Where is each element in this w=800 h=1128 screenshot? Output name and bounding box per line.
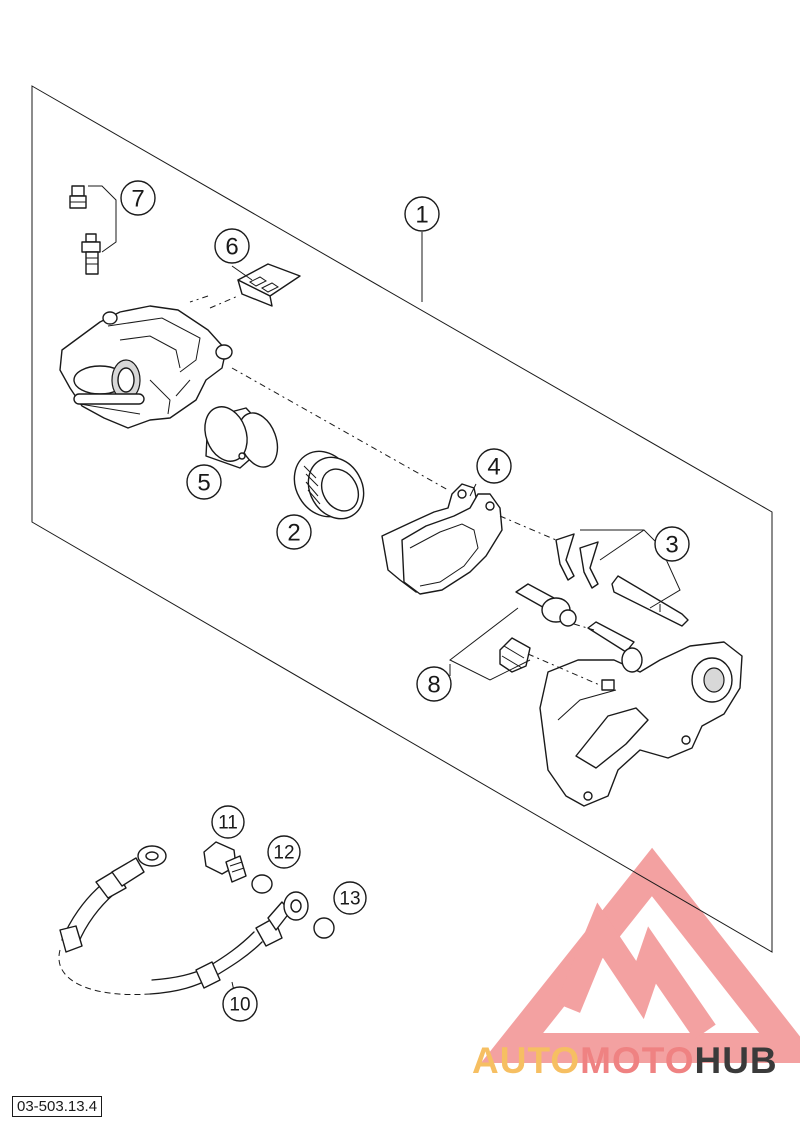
assembly-frame — [31, 85, 773, 953]
caliper-body — [59, 305, 233, 429]
assembly-line — [189, 295, 209, 303]
part-11-banjo-bolt — [203, 841, 247, 883]
svg-text:1: 1 — [415, 202, 428, 229]
watermark-logo-triangle — [480, 847, 800, 1063]
callout-10: 10 — [222, 986, 258, 1022]
part-8-slide-pin — [499, 583, 577, 673]
callout-6: 6 — [214, 228, 250, 264]
part-12-washer — [251, 874, 273, 894]
assembly-line — [209, 295, 239, 309]
part-13-washer — [313, 917, 335, 939]
part-3-pin-and-clips — [555, 533, 689, 627]
callout-2: 2 — [276, 514, 312, 550]
callout-3: 3 — [654, 526, 690, 562]
watermark-text-auto: AUTO — [472, 1040, 581, 1081]
svg-text:8: 8 — [427, 672, 440, 699]
caliper-bracket — [539, 621, 743, 807]
svg-text:13: 13 — [339, 889, 360, 910]
svg-text:12: 12 — [273, 843, 294, 864]
callout-13: 13 — [333, 881, 367, 915]
part-10-brake-hose — [58, 845, 309, 996]
svg-text:3: 3 — [665, 532, 678, 559]
callout-4: 4 — [476, 448, 512, 484]
assembly-line — [527, 653, 603, 687]
watermark-text-hub: HUB — [694, 1040, 778, 1081]
part-4-brake-pads — [381, 483, 503, 595]
callout-5: 5 — [186, 464, 222, 500]
svg-text:11: 11 — [218, 813, 238, 834]
leader-lines — [231, 232, 681, 1001]
svg-text:5: 5 — [197, 470, 210, 497]
svg-text:2: 2 — [287, 520, 300, 547]
callout-8: 8 — [416, 666, 452, 702]
diagram-reference-code: 03-503.13.4 — [12, 1096, 103, 1117]
watermark-logo-text: AUTOMOTOHUB — [472, 1040, 778, 1082]
watermark-text-moto: MOTO — [580, 1040, 695, 1081]
svg-text:7: 7 — [131, 186, 144, 213]
part-2-piston-seal — [293, 450, 365, 520]
svg-text:6: 6 — [225, 234, 238, 261]
callout-12: 12 — [267, 835, 301, 869]
part-6-clip-plate — [237, 263, 301, 307]
callout-1: 1 — [404, 196, 440, 232]
part-5-piston — [204, 406, 279, 469]
assembly-line — [499, 515, 557, 541]
assembly-line — [573, 623, 595, 631]
callout-11: 11 — [211, 805, 245, 839]
svg-text:4: 4 — [487, 454, 500, 481]
part-7-bleed-screws — [69, 185, 117, 275]
svg-text:10: 10 — [229, 995, 250, 1016]
callout-7: 7 — [120, 180, 156, 216]
